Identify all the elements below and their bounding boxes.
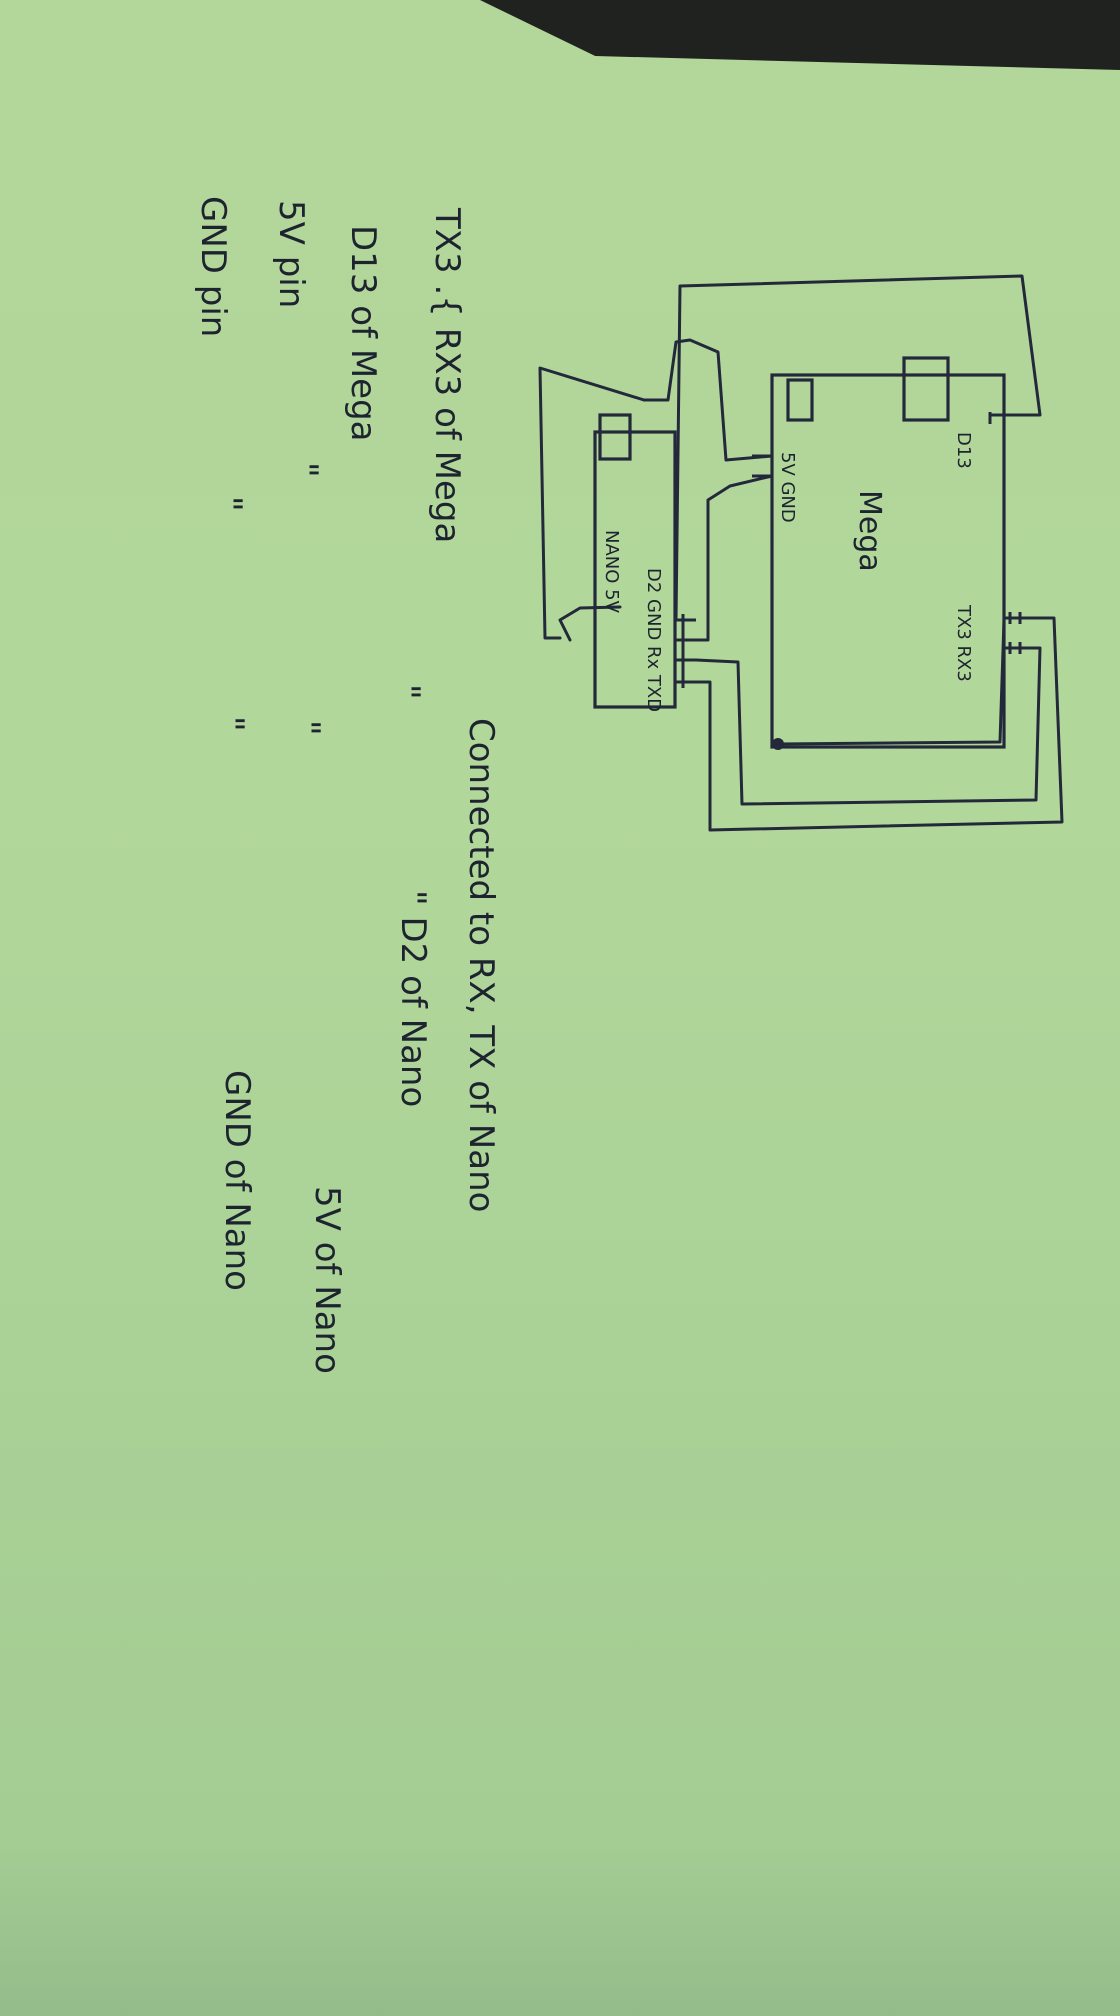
mega-label: Mega: [852, 490, 887, 572]
note-3-left: 5V pin: [271, 200, 311, 308]
note-1-left: TX3 .{ RX3 of Mega: [427, 207, 467, 543]
mega-usb-connector: [902, 356, 950, 422]
note-3-mid1: ": [285, 462, 325, 478]
wire-rx3-to-tx: [694, 646, 1042, 806]
note-3-right: 5V of Nano: [307, 1186, 347, 1374]
wire-5v-to-5v: [642, 338, 774, 462]
mega-d13-label: D13: [953, 432, 974, 469]
note-2-mid: ": [387, 684, 427, 700]
note-3-mid2: ": [287, 720, 327, 736]
nano-board-outline: [593, 430, 677, 709]
connection-notes: TX3 .{ RX3 of Mega Connected to RX, TX o…: [193, 196, 501, 1374]
mega-tx3-rx3-label: TX3 RX3: [953, 604, 974, 682]
mega-board-outline: [770, 373, 1006, 749]
nano-usb-connector: [598, 413, 632, 461]
note-2-left: D13 of Mega: [343, 225, 383, 442]
note-2-right: " D2 of Nano: [393, 890, 433, 1107]
wire-mega-ground-bus: [776, 618, 1006, 746]
wire-d13-to-d2: [674, 274, 1042, 622]
wire-tx3-to-rx: [694, 616, 1064, 832]
mega-5v-gnd-label: 5V GND: [777, 452, 798, 523]
note-4-mid2: ": [211, 716, 251, 732]
note-1-right: Connected to RX, TX of Nano: [461, 718, 501, 1212]
paper-shadow: [0, 1840, 1120, 2016]
wiring-diagram: D13 Mega TX3 RX3 5V GND D2 GND Rx TXD NA…: [538, 274, 1064, 832]
nano-pins-label: D2 GND Rx TXD: [643, 568, 664, 712]
wire-nano-stub: [558, 605, 622, 642]
mega-power-jack: [786, 378, 814, 422]
wire-5v-to-5v-lower: [538, 366, 646, 640]
wire-gnd-to-gnd: [694, 474, 774, 642]
nano-label: NANO 5V: [601, 530, 622, 614]
note-4-left: GND pin: [193, 196, 233, 337]
note-4-mid1: ": [209, 496, 249, 512]
note-4-right: GND of Nano: [217, 1070, 257, 1291]
